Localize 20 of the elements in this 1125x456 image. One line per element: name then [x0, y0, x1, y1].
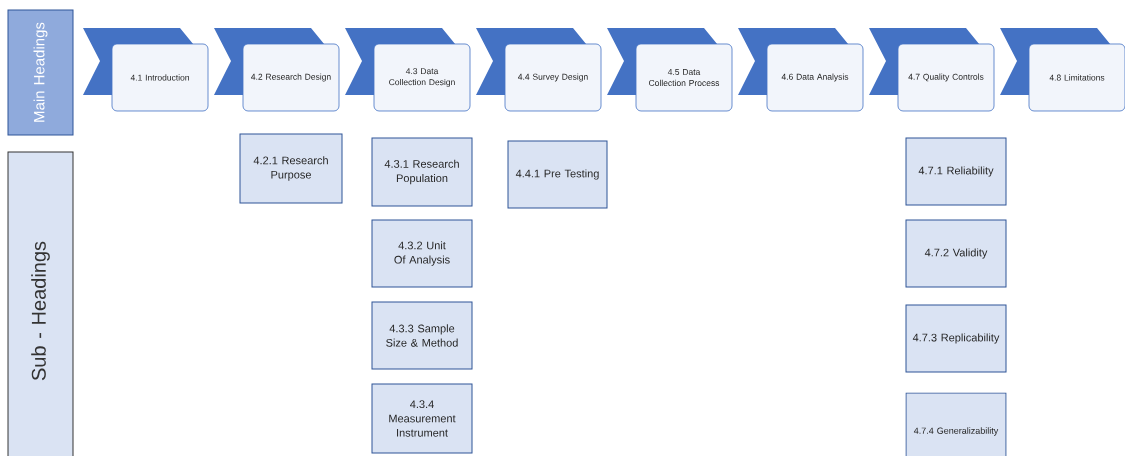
subheading-box: 4.7.3 Replicability — [905, 304, 1007, 373]
chevron-card: 4.3 Data Collection Design — [345, 28, 471, 112]
chevron-card: 4.6 Data Analysis — [738, 28, 864, 112]
subheading-box: 4.3.1 Research Population — [371, 137, 473, 207]
subheading-box: 4.7.1 Reliability — [905, 137, 1007, 206]
chevron-card: 4.1 Introduction — [83, 28, 209, 112]
heading-band: Sub - Headings — [7, 151, 74, 456]
subheading-box: 4.7.2 Validity — [905, 219, 1007, 288]
chevron-card: 4.7 Quality Controls — [869, 28, 995, 112]
chevron-card: 4.2 Research Design — [214, 28, 340, 112]
subheading-box: 4.3.3 Sample Size & Method — [371, 301, 473, 370]
subheading-box: 4.3.4 Measurement Instrument — [371, 383, 473, 454]
subheading-box: 4.2.1 Research Purpose — [239, 133, 343, 204]
subheading-box: 4.7.4 Generalizability — [905, 392, 1007, 456]
subheading-box: 4.3.2 Unit Of Analysis — [371, 219, 473, 288]
heading-band: Main Headings — [7, 9, 74, 136]
chevron-card: 4.8 Limitations — [1000, 28, 1125, 112]
subheading-box: 4.4.1 Pre Testing — [507, 140, 608, 209]
chevron-card: 4.5 Data Collection Process — [607, 28, 733, 112]
chevron-card: 4.4 Survey Design — [476, 28, 602, 112]
